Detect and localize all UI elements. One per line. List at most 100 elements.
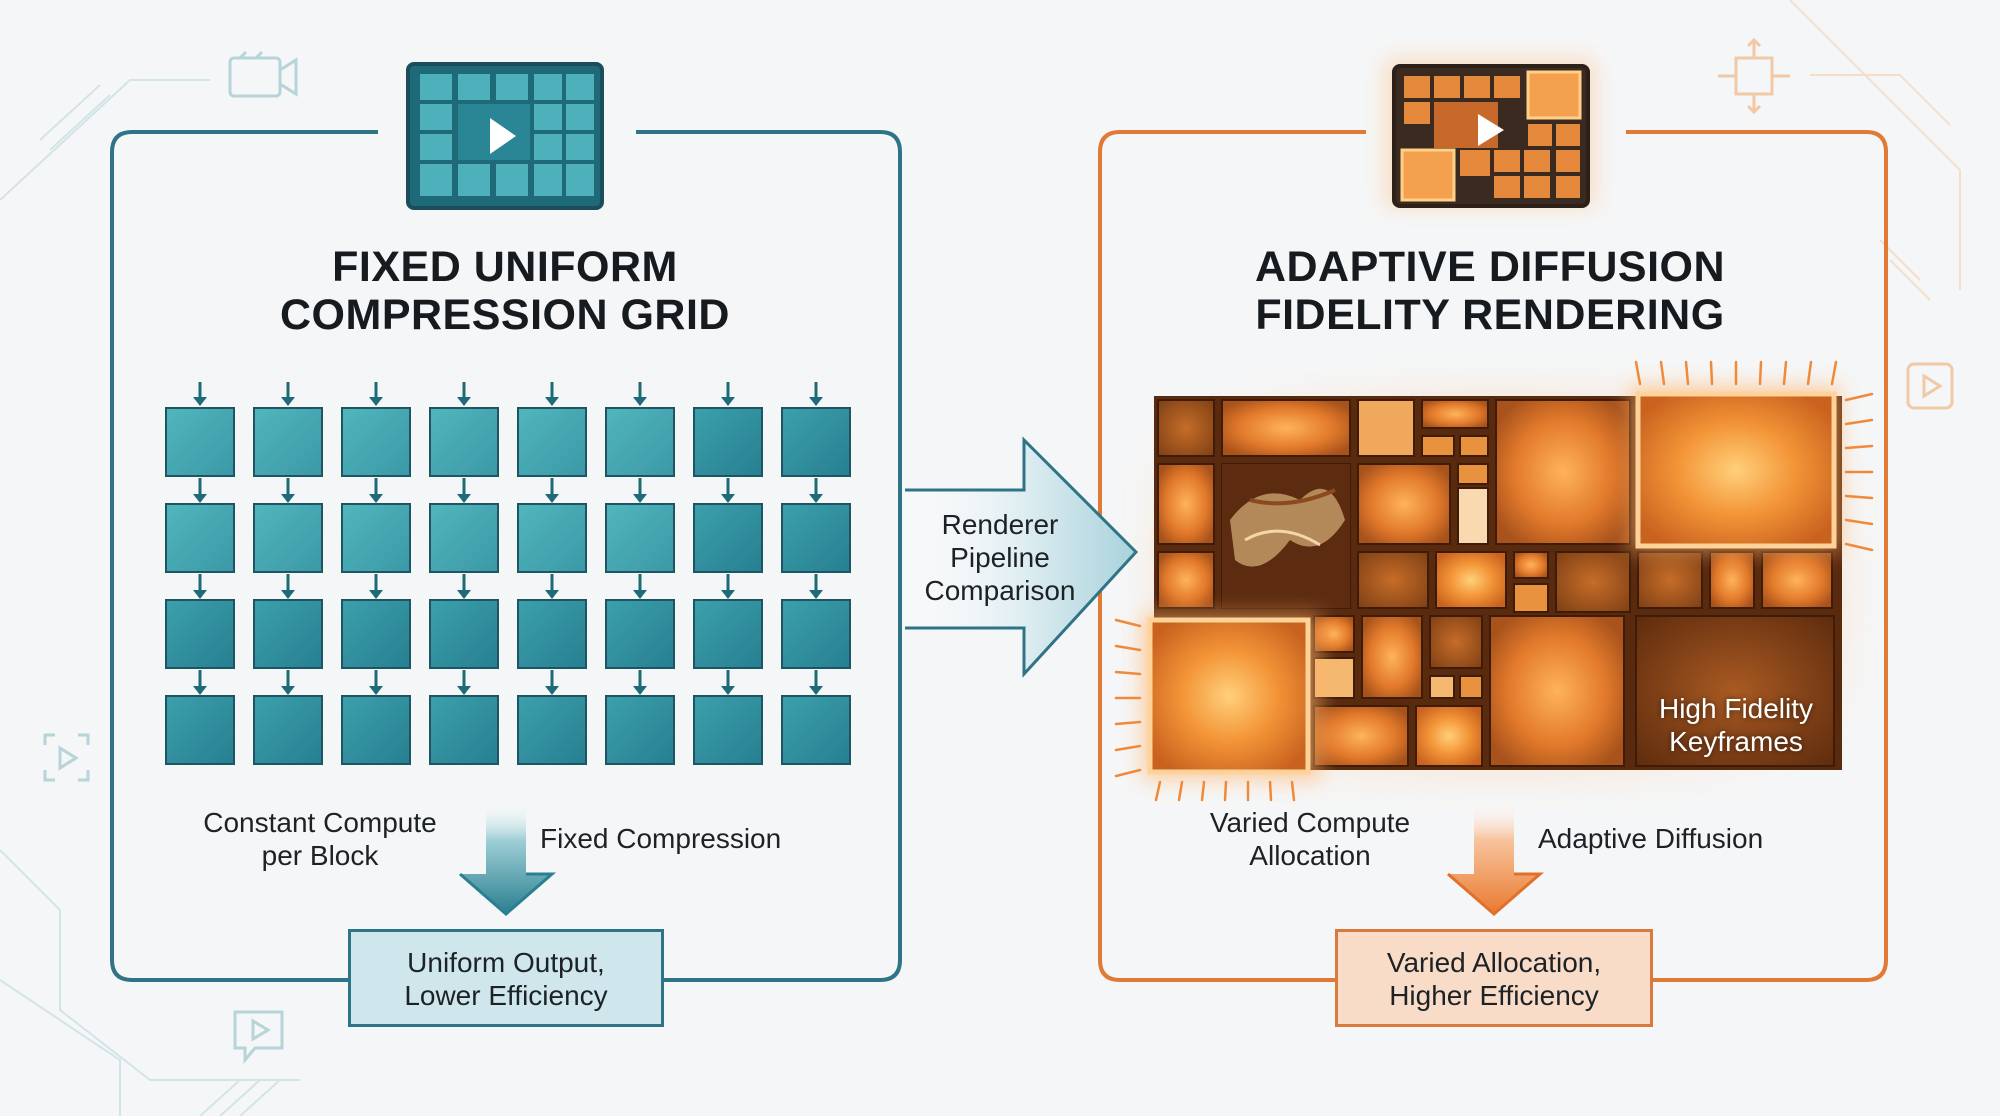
- compression-block: [517, 695, 587, 765]
- left-panel-title: FIXED UNIFORM COMPRESSION GRID: [250, 243, 760, 339]
- left-title-line-2: COMPRESSION GRID: [280, 291, 730, 339]
- flow-arrow: [809, 382, 823, 406]
- compression-block: [165, 695, 235, 765]
- flow-arrow: [281, 478, 295, 503]
- glow-ray: [1844, 542, 1874, 552]
- flow-arrow: [809, 670, 823, 695]
- left-compute-label: Constant Compute per Block: [172, 806, 468, 872]
- flow-arrow: [457, 478, 471, 503]
- compression-block: [693, 695, 763, 765]
- compression-block: [517, 503, 587, 573]
- flow-arrow: [721, 478, 735, 503]
- flow-arrow: [633, 670, 647, 695]
- flow-arrow: [545, 382, 559, 406]
- left-output-box: Uniform Output, Lower Efficiency: [348, 929, 664, 1027]
- glow-ray: [1154, 780, 1162, 802]
- compression-block: [781, 695, 851, 765]
- compression-block: [781, 599, 851, 669]
- compression-block: [429, 503, 499, 573]
- left-panel-frame: [110, 130, 902, 982]
- right-title-line-2: FIDELITY RENDERING: [1255, 291, 1725, 339]
- glow-ray: [1806, 360, 1813, 386]
- video-grid-play-icon: [406, 62, 604, 210]
- right-panel-title: ADAPTIVE DIFFUSION FIDELITY RENDERING: [1230, 243, 1750, 339]
- glow-ray: [1114, 644, 1142, 652]
- compression-block: [429, 407, 499, 477]
- right-compute-line-2: Allocation: [1249, 840, 1371, 871]
- keyframe-label: High Fidelity Keyframes: [1636, 692, 1836, 758]
- flow-arrow: [633, 574, 647, 599]
- flow-arrow: [193, 574, 207, 599]
- left-compute-line-1: Constant Compute: [203, 807, 437, 838]
- detail-texture-tile: [1222, 464, 1350, 608]
- keyframe-bottom-right: [1635, 615, 1835, 767]
- flow-arrow: [721, 574, 735, 599]
- glow-ray: [1758, 360, 1763, 386]
- flow-arrow: [369, 382, 383, 406]
- compression-block: [517, 407, 587, 477]
- compression-block: [781, 503, 851, 573]
- compression-block: [165, 599, 235, 669]
- flow-arrow: [369, 478, 383, 503]
- left-output-line-1: Uniform Output,: [407, 947, 605, 978]
- left-down-arrow: [460, 800, 552, 914]
- compression-block: [341, 695, 411, 765]
- flow-arrow: [809, 478, 823, 503]
- left-compression-text: Fixed Compression: [540, 823, 782, 854]
- glow-ray: [1114, 670, 1142, 676]
- right-diffusion-label: Adaptive Diffusion: [1538, 822, 1818, 855]
- compression-block: [517, 599, 587, 669]
- flow-arrow: [193, 478, 207, 503]
- glow-ray: [1684, 360, 1690, 386]
- glow-ray: [1268, 780, 1273, 802]
- pipeline-arrow: [905, 436, 1139, 678]
- background-circuit-lines: [0, 79, 300, 1116]
- compression-block: [605, 695, 675, 765]
- focus-play-icon: [43, 733, 90, 782]
- flow-arrow: [281, 382, 295, 406]
- compression-block: [253, 503, 323, 573]
- right-diffusion-text: Adaptive Diffusion: [1538, 823, 1764, 854]
- crop-icon: [1718, 37, 1790, 115]
- play-chat-icon: [233, 1010, 284, 1065]
- keyframe-top-right: [1630, 386, 1840, 552]
- left-compression-label: Fixed Compression: [540, 822, 820, 855]
- flow-arrow: [633, 478, 647, 503]
- glow-ray: [1782, 360, 1788, 386]
- flow-arrow: [633, 382, 647, 406]
- flow-arrow: [545, 670, 559, 695]
- pipeline-line-1: Renderer: [941, 509, 1059, 540]
- compression-block: [605, 503, 675, 573]
- flow-arrow: [281, 574, 295, 599]
- glow-ray: [1200, 780, 1206, 802]
- flow-arrow: [721, 670, 735, 695]
- compression-block: [781, 407, 851, 477]
- flow-arrow: [721, 382, 735, 406]
- glow-ray: [1659, 360, 1666, 386]
- right-compute-line-1: Varied Compute: [1209, 807, 1411, 838]
- right-compute-label: Varied Compute Allocation: [1170, 806, 1450, 872]
- glow-ray: [1844, 418, 1874, 426]
- flow-arrow: [457, 670, 471, 695]
- compression-block: [253, 407, 323, 477]
- glow-ray: [1114, 768, 1142, 778]
- camera-icon: [228, 50, 298, 98]
- glow-ray: [1844, 392, 1874, 402]
- flow-arrow: [457, 382, 471, 406]
- glow-ray: [1634, 360, 1642, 386]
- right-output-line-1: Varied Allocation,: [1386, 947, 1602, 978]
- pipeline-line-3: Comparison: [924, 575, 1076, 606]
- keyframe-bottom-left: [1142, 614, 1320, 780]
- right-output-line-2: Higher Efficiency: [1389, 980, 1599, 1011]
- left-compute-line-2: per Block: [261, 840, 379, 871]
- compression-block: [429, 599, 499, 669]
- right-title-line-1: ADAPTIVE DIFFUSION: [1254, 243, 1726, 291]
- compression-block: [341, 599, 411, 669]
- flow-arrow: [281, 670, 295, 695]
- adaptive-mosaic: [1114, 360, 1874, 802]
- compression-block: [693, 503, 763, 573]
- glow-ray: [1114, 720, 1142, 726]
- flow-arrow: [545, 574, 559, 599]
- compression-block: [165, 503, 235, 573]
